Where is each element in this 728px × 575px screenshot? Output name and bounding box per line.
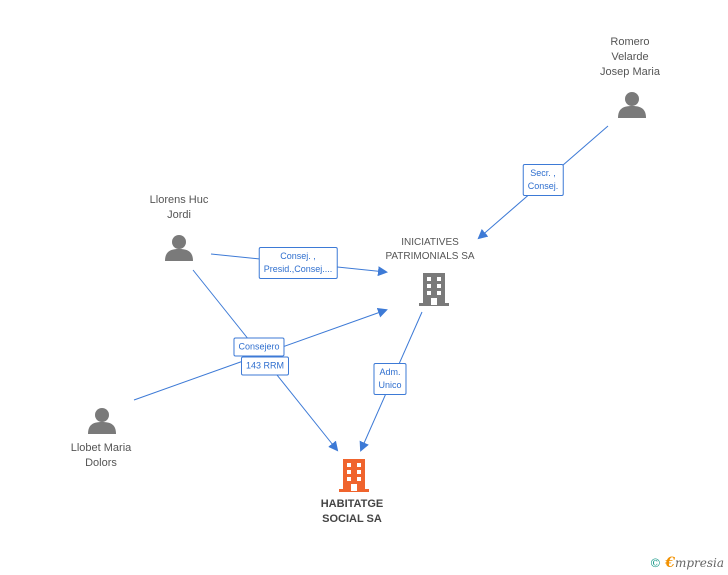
node-label-line: INICIATIVES (401, 237, 459, 248)
node-label-line: SOCIAL SA (322, 513, 382, 525)
node-label-habitatge[interactable]: HABITATGE SOCIAL SA (321, 497, 384, 527)
node-label-llobet[interactable]: Llobet Maria Dolors (71, 441, 132, 471)
edge-label-line: Consejero (238, 341, 280, 352)
edge-label-line: Consej. , (280, 251, 316, 261)
person-icon-llorens[interactable] (165, 235, 193, 261)
brand-logo-letter: € (665, 555, 675, 571)
edge-label-line: Consej. (527, 181, 559, 191)
edge-label-line: Presid.,Consej.... (263, 264, 333, 274)
edge-label-iniciatives-habitatge[interactable]: Adm. Unico (373, 363, 407, 395)
edge-label-llobet-iniciatives[interactable]: 143 RRM (240, 356, 290, 376)
node-label-line: Velarde (611, 51, 649, 63)
edge-label-line: Secr. , (530, 168, 556, 178)
node-label-line: Dolors (85, 457, 117, 469)
node-label-llorens[interactable]: Llorens Huc Jordi (150, 193, 209, 223)
node-label-line: Llobet Maria (70, 442, 132, 454)
edge-label-romero-iniciatives[interactable]: Secr. , Consej. (522, 164, 564, 196)
edge-label-llorens-iniciatives[interactable]: Consej. , Presid.,Consej.... (258, 247, 338, 279)
building-icon-habitatge[interactable] (339, 459, 369, 492)
node-label-line: Jordi (167, 209, 191, 221)
brand-logo-text: mpresia (674, 556, 724, 570)
node-label-line: PATRIMONIALS SA (385, 251, 475, 262)
copyright-icon: © (649, 556, 662, 570)
node-label-iniciatives[interactable]: INICIATIVES PATRIMONIALS SA (385, 236, 474, 264)
edge-label-line: Adm. (379, 367, 401, 377)
brand-footer: © €mpresia (649, 555, 724, 571)
node-label-line: Llorens Huc (149, 194, 209, 206)
edge-label-line: 143 RRM (245, 360, 285, 371)
person-icon-romero[interactable] (618, 92, 646, 118)
person-icon-llobet[interactable] (88, 408, 116, 434)
node-label-line: Josep Maria (600, 66, 660, 78)
edge-label-llorens-habitatge[interactable]: Consejero (233, 337, 285, 357)
edge-label-line: Unico (378, 380, 402, 390)
node-label-line: HABITATGE (320, 498, 384, 510)
node-label-line: Romero (610, 36, 650, 48)
node-label-romero[interactable]: Romero Velarde Josep Maria (600, 35, 660, 80)
building-icon-iniciatives[interactable] (419, 273, 449, 306)
